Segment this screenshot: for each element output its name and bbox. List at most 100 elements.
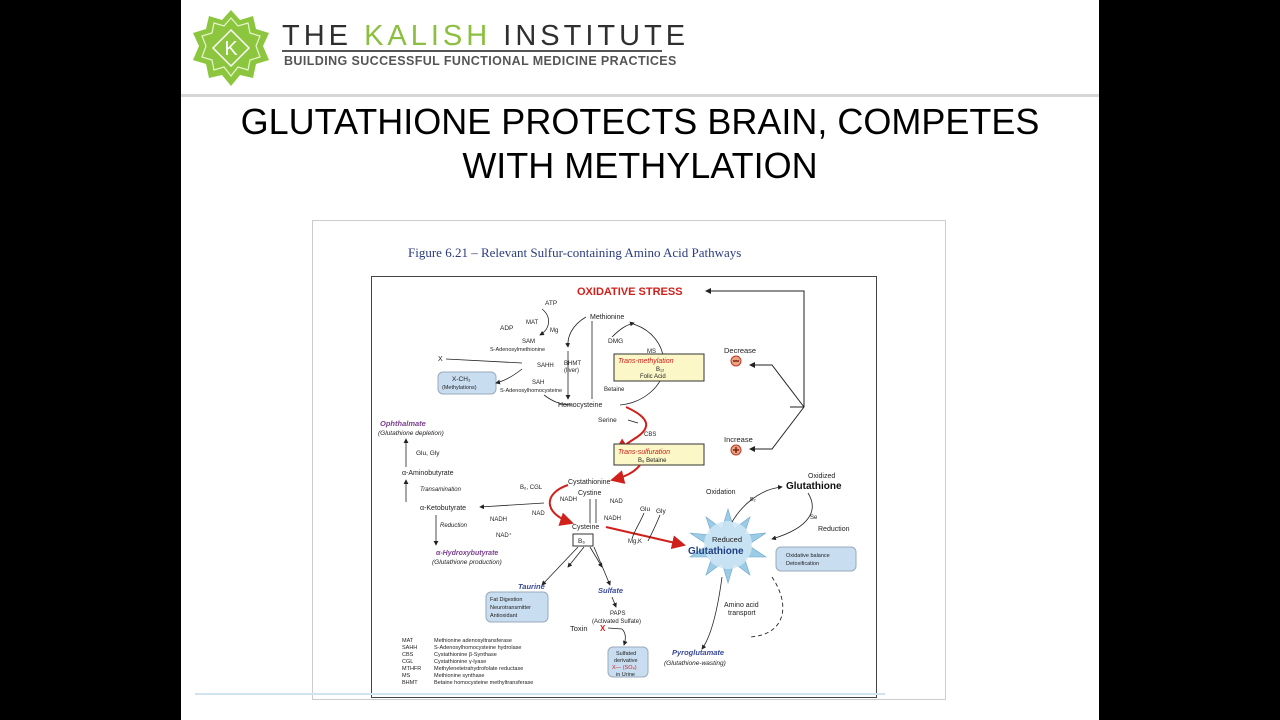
pathway-svg: OXIDATIVE STRESS Decrease Increase ATP M… [378,286,857,686]
legend-full-2: Cystathionine β-Synthase [434,652,497,658]
toxin-label: Toxin [570,624,588,633]
pyroglutamate-label: Pyroglutamate [672,648,724,657]
figure-frame: Figure 6.21 – Relevant Sulfur-containing… [312,220,946,700]
legend-full-1: S-Adenosylhomocysteine hydrolase [434,645,521,651]
alpha-hydroxybutyrate-label: α-Hydroxybutyrate [436,550,498,557]
b6-box [572,533,594,547]
legend-abbr-6: BHMT [402,680,418,686]
legend-full-3: Cystathionine γ-lyase [434,659,486,665]
decrease-arrow [749,362,805,408]
trans-sulfuration-label: Trans-sulfuration [618,449,670,456]
mg-label: Mg [550,328,558,334]
oxidation-label: Oxidation [706,489,736,496]
legend-abbr-2: CBS [402,652,414,658]
mg-k-label: Mg,K [628,539,642,545]
legend-full-4: Methylenetetrahydrofolate reductase [434,666,523,672]
sah-label: SAH [532,380,544,386]
cysteine-to-glutathione-arrow [605,526,686,550]
antioxidant-label: Antioxidant [490,613,518,619]
neurotransmitter-label: Neurotransmitter [490,605,531,611]
nad-left-cys-label: NAD [532,511,545,517]
methionine-label: Methionine [590,314,624,321]
legend-full-5: Methionine synthase [434,673,484,679]
taurine-pill [485,591,549,623]
nad-right-label: NAD [610,499,623,505]
homocysteine-red-arrow [614,406,648,453]
b6-label: B₆ [578,538,585,545]
transport-label: transport [728,610,756,617]
oxidized-glutathione-label: Glutathione [786,481,842,492]
alpha-ketobutyrate-label: α-Ketobutyrate [420,505,466,512]
bhmt-label: BHMT [564,361,581,367]
oxidative-balance-pill [775,546,857,572]
transamination-label: Transamination [420,487,462,493]
paps-label: PAPS [610,611,626,617]
homocysteine-label: Homocysteine [558,402,602,409]
ms-label: MS [647,349,656,355]
adp-label: ADP [500,325,513,332]
cbs-label: CBS [644,432,656,438]
folic-acid-label: Folic Acid [640,374,666,380]
b6-cgl-label: B₆, CGL [520,485,543,491]
reduction-right-label: Reduction [818,526,850,533]
b12-label: B₁₂ [656,367,665,373]
x-label: X [438,356,443,363]
reduction-left-label: Reduction [440,523,468,529]
abbreviation-legend: MAT Methionine adenosyltransferase SAHH … [402,638,533,686]
so4-label: X— (SO₄) [612,665,637,671]
oxidized-label: Oxidized [808,473,835,480]
nadh-right-cys-label: NADH [604,516,621,522]
glutathione-depletion-label: (Glutathione depletion) [378,430,444,437]
brand-underline [282,50,662,52]
increase-arrow [749,406,805,452]
nad-plus-left-label: NAD⁺ [496,532,512,539]
trans-methylation-box [613,353,705,382]
glutathione-wasting-label: (Glutathione-wasting) [664,660,726,667]
legend-abbr-5: MS [402,673,411,679]
footer-line [195,693,885,695]
dmg-label: DMG [608,338,623,345]
se-label: Se [810,515,818,521]
fat-digestion-label: Fat Digestion [490,597,522,603]
sahh-label: SAHH [537,363,554,369]
brand-name: THE KALISH INSTITUTE [282,20,690,52]
serine-label: Serine [598,417,617,424]
reduced-glutathione-label: Glutathione [688,546,744,557]
legend-abbr-0: MAT [402,638,414,644]
logo-letter: K [224,38,238,60]
taurine-label: Taurine [518,582,545,591]
oxidative-balance-label: Oxidative balance [786,553,830,559]
decrease-label: Decrease [724,346,756,355]
pathway-diagram: OXIDATIVE STRESS Decrease Increase ATP M… [371,276,877,698]
cysteine-label: Cysteine [572,524,599,531]
legend-abbr-4: MTHFR [402,666,421,672]
dashed-recycle-arrow [749,576,784,638]
slide-title-line2: WITH METHYLATION [462,145,818,186]
activated-sulfate-label: (Activated Sulfate) [592,619,641,625]
figure-caption: Figure 6.21 – Relevant Sulfur-containing… [408,245,742,260]
glu-label: Glu [640,506,651,513]
glutathione-production-label: (Glutathione production) [432,559,502,566]
nadh-top-label: NADH [560,497,577,503]
sulfated-label: Sulfated [616,651,636,657]
toxin-x-mark: X [600,624,606,633]
mat-label: MAT [526,320,539,326]
slide-title: GLUTATHIONE PROTECTS BRAIN, COMPETES WIT… [181,100,1099,188]
legend-abbr-3: CGL [402,659,413,665]
x-ch3-label: X-CH₃ [452,376,471,383]
alpha-aminobutyrate-label: α-Aminobutyrate [402,470,454,477]
b2-label: B₂ [750,497,756,503]
derivative-label: derivative [614,658,638,664]
trans-sulfuration-box [613,443,705,466]
increase-label: Increase [724,435,753,444]
sam-label: SAM [522,339,535,345]
liver-label: (liver) [564,368,579,374]
ophthalmate-label: Ophthalmate [380,419,426,428]
methylations-label: (Methylations) [442,385,477,391]
trans-methylation-label: Trans-methylation [618,358,674,365]
reduced-label: Reduced [712,535,742,544]
amino-acid-label: Amino acid [724,602,759,609]
brand-tagline: BUILDING SUCCESSFUL FUNCTIONAL MEDICINE … [284,54,677,68]
nadh-left-label: NADH [490,517,507,523]
cystathionine-label: Cystathionine [568,479,611,486]
